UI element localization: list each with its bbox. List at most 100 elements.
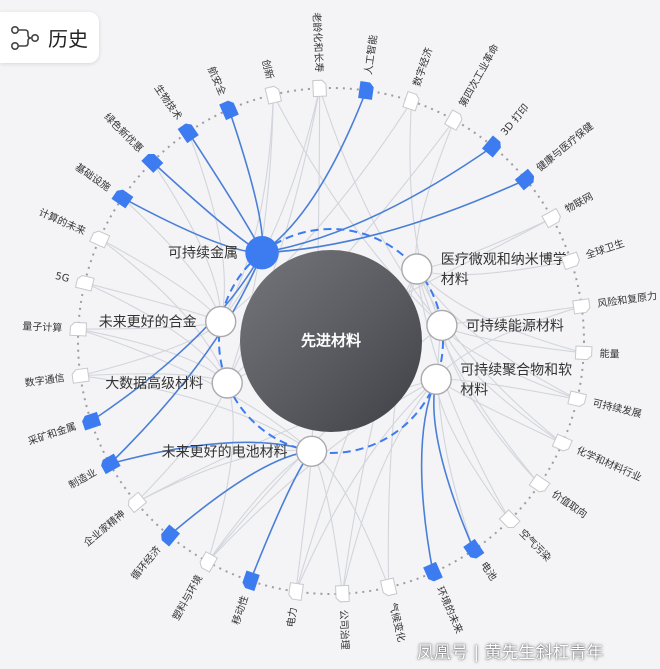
topic-marker[interactable]	[551, 433, 573, 452]
topic-marker[interactable]	[100, 453, 121, 475]
topic-label: 生物技术	[152, 82, 185, 122]
topic-node[interactable]: 可持续发展	[567, 390, 643, 420]
topic-node[interactable]: 老龄化和长寿	[310, 12, 327, 98]
theme-node[interactable]: 大数据高级材料	[105, 367, 243, 399]
topic-marker[interactable]	[444, 109, 464, 131]
topic-node[interactable]: 企业家精神	[81, 491, 148, 549]
topic-node[interactable]: 航安全	[205, 65, 239, 121]
topic-marker[interactable]	[198, 551, 218, 573]
theme-node-circle[interactable]	[420, 363, 452, 395]
topic-marker[interactable]	[242, 570, 260, 592]
topic-marker[interactable]	[126, 491, 148, 514]
theme-node-label: 医疗微观和纳米博学材料	[441, 251, 567, 288]
topic-marker[interactable]	[567, 390, 588, 407]
topic-marker[interactable]	[423, 561, 443, 583]
topic-label: 能量	[599, 347, 620, 361]
topic-node[interactable]: 能量	[574, 345, 620, 361]
theme-node[interactable]: 可持续聚合物和软材料	[420, 361, 572, 398]
theme-node-circle[interactable]	[295, 435, 328, 467]
topic-node[interactable]: 绿色新优惠	[101, 110, 164, 173]
topic-marker[interactable]	[572, 298, 591, 315]
topic-node[interactable]: 循环经济	[128, 524, 181, 582]
topic-marker[interactable]	[69, 321, 88, 337]
topic-node[interactable]: 5G	[54, 271, 95, 292]
topic-marker[interactable]	[177, 122, 199, 144]
topic-marker[interactable]	[264, 85, 283, 105]
topic-marker[interactable]	[379, 577, 398, 597]
topic-marker[interactable]	[159, 524, 181, 547]
topic-node[interactable]: 化学和材料行业	[551, 433, 644, 484]
topic-node[interactable]: 空气污染	[498, 509, 554, 564]
topic-node[interactable]: 电力	[284, 582, 304, 628]
topic-label: 计算的未来	[37, 205, 88, 237]
topic-node[interactable]: 量子计算	[22, 319, 88, 337]
theme-node-circle[interactable]	[204, 305, 237, 338]
topic-node[interactable]: 基础设施	[73, 160, 134, 209]
topic-label: 健康与医疗保健	[534, 119, 596, 174]
topic-node[interactable]: 全球卫生	[560, 236, 626, 271]
topic-node[interactable]: 气候变化	[379, 577, 409, 643]
topic-marker[interactable]	[498, 509, 521, 531]
link-line	[187, 131, 225, 322]
center-node[interactable]: 先进材料	[240, 250, 422, 432]
topic-marker[interactable]	[71, 367, 90, 384]
topic-label: 制造业	[66, 466, 99, 492]
topic-marker[interactable]	[574, 345, 593, 361]
topic-marker[interactable]	[560, 251, 580, 271]
topic-node[interactable]: 人工智能	[358, 34, 380, 100]
theme-node-label: 未来更好的合金	[99, 315, 197, 331]
topic-node[interactable]: 第四次工业革命	[444, 42, 502, 131]
topic-node[interactable]: 数字通信	[24, 367, 90, 389]
topic-node[interactable]: 价值取向	[528, 473, 590, 521]
topic-node[interactable]: 环境的未来	[423, 561, 466, 636]
topic-marker[interactable]	[528, 473, 551, 494]
topic-node[interactable]: 制造业	[66, 453, 121, 492]
topic-label: 物联网	[563, 190, 596, 216]
topic-marker[interactable]	[463, 538, 485, 561]
topic-node[interactable]: 物联网	[541, 190, 596, 229]
topic-marker[interactable]	[111, 188, 134, 209]
topic-node[interactable]: 电池	[463, 538, 500, 583]
topic-marker[interactable]	[541, 207, 562, 229]
topic-marker[interactable]	[74, 275, 95, 292]
theme-node[interactable]: 未来更好的合金	[99, 305, 237, 338]
topic-marker[interactable]	[81, 411, 102, 431]
topic-node[interactable]: 数字经济	[402, 46, 435, 112]
topic-node[interactable]: 塑料与环境	[169, 551, 218, 623]
theme-node[interactable]: 可持续能源材料	[426, 309, 564, 342]
topic-marker[interactable]	[219, 100, 239, 121]
topic-marker[interactable]	[402, 90, 420, 112]
theme-node[interactable]: 可持续金属	[168, 235, 279, 270]
topic-node[interactable]: 公司治理	[335, 584, 352, 650]
topic-node[interactable]: 风险和复原力	[572, 289, 658, 315]
topic-marker[interactable]	[358, 81, 374, 100]
topic-marker[interactable]	[141, 152, 164, 173]
theme-node-label: 未来更好的电池材料	[162, 444, 288, 460]
topic-node[interactable]: 3D 打印	[481, 101, 532, 158]
history-button[interactable]: 历史	[0, 12, 99, 63]
topic-label: 企业家精神	[81, 507, 128, 549]
topic-marker[interactable]	[312, 79, 327, 98]
topic-node[interactable]: 移动性	[229, 570, 260, 627]
theme-node[interactable]: 未来更好的电池材料	[162, 435, 328, 467]
theme-node[interactable]: 医疗微观和纳米博学材料	[401, 251, 567, 288]
topic-node[interactable]: 采矿和金属	[26, 411, 102, 448]
topic-node[interactable]: 健康与医疗保健	[514, 119, 596, 191]
topic-node[interactable]: 创新	[259, 58, 283, 105]
link-line	[261, 145, 494, 254]
topic-node[interactable]: 计算的未来	[37, 205, 111, 249]
theme-node-circle[interactable]	[401, 253, 433, 285]
topic-marker[interactable]	[335, 584, 350, 603]
topic-label: 移动性	[229, 594, 251, 627]
topic-node[interactable]: 生物技术	[152, 82, 199, 144]
topic-marker[interactable]	[89, 229, 111, 249]
link-line	[409, 101, 443, 326]
topic-marker[interactable]	[514, 168, 536, 191]
topic-label: 环境的未来	[434, 584, 466, 635]
theme-node-circle[interactable]	[426, 309, 458, 342]
topic-marker[interactable]	[288, 582, 304, 601]
theme-node-circle[interactable]	[245, 235, 279, 270]
theme-node-circle[interactable]	[211, 367, 243, 399]
link-line	[272, 94, 443, 326]
topic-marker[interactable]	[481, 135, 503, 158]
